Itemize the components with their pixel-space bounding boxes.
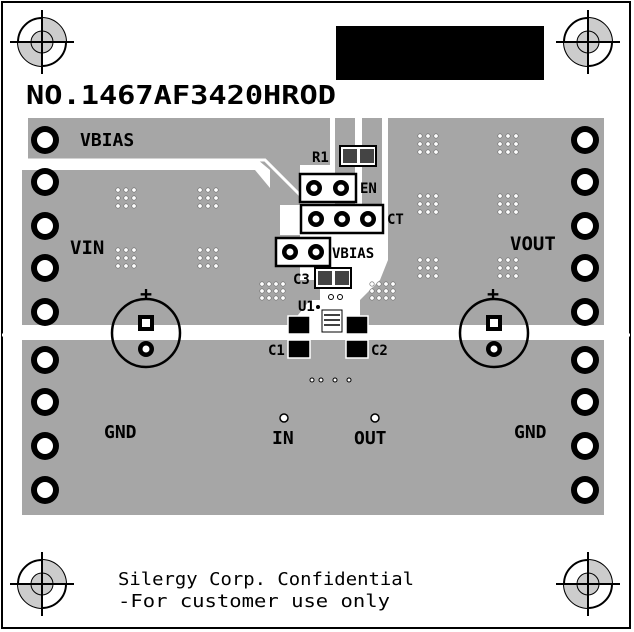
net-label-vin: VIN [70,237,104,259]
net-label-vout: VOUT [510,233,556,255]
header-pin-icon [571,168,599,196]
registration-mark-icon [556,10,620,74]
via-arrays [115,133,519,301]
cap-right [458,297,530,369]
via-grid [197,187,219,209]
header-pin-icon [31,254,59,282]
net-label-vbias: VBIAS [80,130,134,151]
in-test-point [279,413,289,423]
c2-footprint [345,315,369,359]
confidential-line-1: Silergy Corp. Confidential [118,569,414,590]
registration-mark-icon [556,552,620,616]
part-number: NO.1467AF3420HROD [26,81,336,111]
net-label-gnd-right: GND [514,422,547,443]
comp-label-r1: R1 [312,150,329,166]
copper-top-pour [22,118,604,325]
registration-mark-icon [10,10,74,74]
comp-label-c3: C3 [293,272,310,288]
registration-mark-icon [10,552,74,616]
via-grid [369,281,396,301]
net-label-gnd-left: GND [104,422,137,443]
header-pin-icon [571,388,599,416]
header-pin-icon [31,476,59,504]
out-test-point [370,413,380,423]
redacted-block [336,26,544,80]
header-pin-icon [571,212,599,240]
comp-label-ct: CT [387,212,404,228]
header-pin-icon [31,346,59,374]
header-pin-icon [31,388,59,416]
via-grid [497,133,519,155]
via-grid [259,281,286,301]
comp-label-c1: C1 [268,343,285,359]
header-pin-icon [571,254,599,282]
left-header-pins [31,126,59,504]
via-grid [497,193,519,215]
cap-right-plus: + [487,282,499,306]
header-pin-icon [571,476,599,504]
right-header-pins [571,126,599,504]
header-pin-icon [31,126,59,154]
via-grid [115,247,137,269]
net-label-out: OUT [354,428,387,449]
u1-footprint [316,305,343,333]
comp-label-c2: C2 [371,343,388,359]
header-pin-icon [31,298,59,326]
confidential-line-2: -For customer use only [118,591,390,612]
via-grid [417,133,439,155]
cap-left-plus: + [140,282,152,306]
via-grid [197,247,219,269]
net-label-in: IN [272,428,294,449]
comp-label-en: EN [360,181,377,197]
c1-footprint [287,315,311,359]
via-grid [417,193,439,215]
header-pin-icon [31,168,59,196]
en-header [298,172,358,204]
cap-left [110,297,182,369]
via-grid [497,257,519,279]
via-grid [115,187,137,209]
header-pin-icon [31,212,59,240]
u1-vias [309,294,352,383]
header-pin-icon [571,126,599,154]
header-pin-icon [571,346,599,374]
copper-bottom-pour [22,340,604,515]
registration-marks [10,10,620,616]
comp-label-u1: U1 [298,299,315,315]
ct-header [299,203,385,235]
header-pin-icon [571,298,599,326]
header-pin-icon [31,432,59,460]
header-pin-icon [571,432,599,460]
vbias-header [274,236,332,268]
comp-label-vbias: VBIAS [332,246,374,262]
via-grid [417,257,439,279]
